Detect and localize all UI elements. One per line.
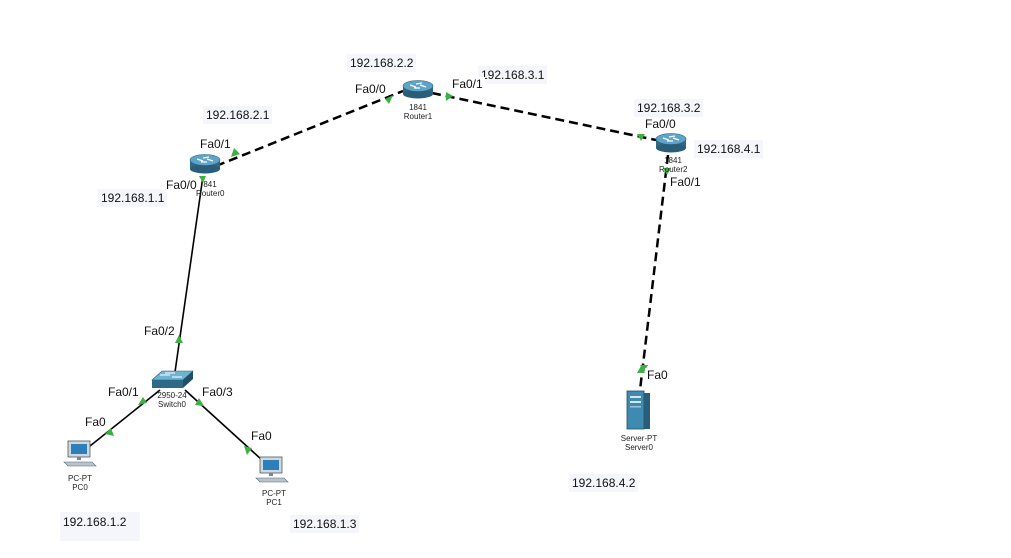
router0-name: Router0 bbox=[196, 189, 225, 198]
router1-caption: 1841 Router1 bbox=[403, 103, 433, 121]
port-label-server0-fa0: Fa0 bbox=[645, 368, 670, 382]
ip-label-router1-fa00: 192.168.2.2 bbox=[347, 54, 417, 72]
router2-name: Router2 bbox=[659, 165, 688, 174]
router0-caption: 841 Router0 bbox=[196, 180, 224, 198]
router0-icon[interactable] bbox=[189, 154, 221, 174]
ip-label-router2-fa01: 192.168.4.1 bbox=[694, 140, 764, 158]
port-label-router0-fa01: Fa0/1 bbox=[198, 137, 233, 151]
pc0-name: PC0 bbox=[72, 483, 88, 492]
pc0-caption: PC-PT PC0 bbox=[62, 474, 98, 492]
link-router2-server0[interactable] bbox=[638, 154, 670, 391]
ip-label-pc0: 192.168.1.2 bbox=[60, 512, 141, 541]
port-indicator bbox=[138, 397, 147, 405]
ip-label-server0: 192.168.4.2 bbox=[569, 474, 639, 492]
link-switch0-pc0[interactable] bbox=[84, 389, 161, 451]
port-indicator bbox=[637, 134, 645, 141]
ip-label-pc1: 192.168.1.3 bbox=[290, 515, 360, 533]
link-router1-router2[interactable] bbox=[431, 91, 657, 142]
port-indicator bbox=[175, 335, 183, 343]
pc0-icon[interactable] bbox=[63, 440, 97, 467]
port-indicator bbox=[195, 398, 204, 406]
router1-name: Router1 bbox=[403, 112, 433, 121]
router2-icon[interactable] bbox=[655, 133, 687, 153]
pc0-model: PC-PT bbox=[68, 474, 92, 483]
port-indicator bbox=[663, 168, 671, 175]
server0-model: Server-PT bbox=[620, 434, 658, 443]
port-indicator bbox=[640, 365, 648, 372]
router1-model: 1841 bbox=[409, 103, 427, 112]
server0-icon[interactable] bbox=[626, 390, 650, 430]
port-label-router2-fa00: Fa0/0 bbox=[643, 117, 678, 131]
port-label-router2-fa01: Fa0/1 bbox=[668, 175, 703, 189]
switch0-caption: 2950-24 Switch0 bbox=[150, 391, 194, 409]
switch0-model: 2950-24 bbox=[157, 391, 187, 400]
port-indicator bbox=[637, 366, 645, 373]
pc1-name: PC1 bbox=[266, 498, 282, 507]
router1-icon[interactable] bbox=[402, 80, 434, 99]
port-label-pc1-fa0: Fa0 bbox=[249, 429, 274, 443]
server0-caption: Server-PT Server0 bbox=[616, 434, 662, 452]
pc1-icon[interactable] bbox=[255, 456, 289, 483]
router2-model: 1841 bbox=[664, 156, 682, 165]
port-indicator bbox=[199, 176, 206, 183]
port-label-router1-fa01: Fa0/1 bbox=[450, 77, 485, 91]
port-label-switch0-fa02: Fa0/2 bbox=[142, 324, 177, 338]
port-indicator bbox=[105, 428, 114, 436]
port-label-pc0-fa0: Fa0 bbox=[83, 415, 108, 429]
port-label-switch0-fa03: Fa0/3 bbox=[200, 385, 235, 399]
pc1-model: PC-PT bbox=[262, 489, 286, 498]
port-indicator bbox=[385, 95, 393, 104]
switch0-icon[interactable] bbox=[151, 370, 194, 388]
port-label-switch0-fa01: Fa0/1 bbox=[106, 385, 141, 399]
link-router0-router1[interactable] bbox=[215, 89, 404, 168]
ip-label-router2-fa00: 192.168.3.2 bbox=[634, 99, 704, 117]
router2-caption: 1841 Router2 bbox=[659, 156, 687, 174]
ip-label-router0-fa00: 192.168.1.1 bbox=[98, 189, 168, 207]
pc1-caption: PC-PT PC1 bbox=[256, 489, 292, 507]
router0-model: 841 bbox=[203, 180, 217, 189]
port-indicator bbox=[446, 92, 453, 101]
ip-label-router1-fa01: 192.168.3.1 bbox=[478, 66, 548, 84]
port-label-router0-fa00: Fa0/0 bbox=[164, 178, 199, 192]
ip-label-router0-fa01: 192.168.2.1 bbox=[203, 106, 273, 124]
port-label-router1-fa00: Fa0/0 bbox=[353, 82, 388, 96]
port-indicator bbox=[231, 148, 240, 157]
server0-name: Server0 bbox=[624, 443, 653, 452]
port-indicator bbox=[244, 446, 252, 455]
switch0-name: Switch0 bbox=[157, 400, 186, 409]
